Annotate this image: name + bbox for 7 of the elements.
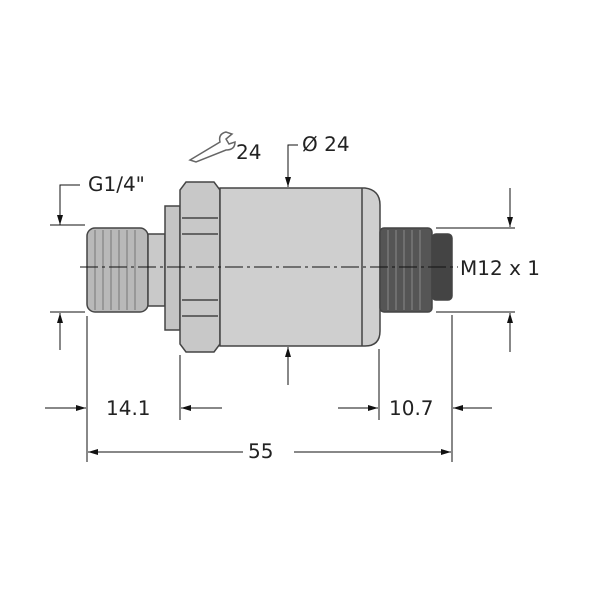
- dimension-label: 55: [248, 441, 274, 461]
- dimension-label: G1/4": [88, 174, 145, 194]
- dimension-label: 14.1: [106, 398, 151, 418]
- dimension-label: M12 x 1: [460, 258, 540, 278]
- dimension-label: Ø 24: [302, 134, 350, 154]
- dimension-label: 10.7: [389, 398, 434, 418]
- dimension-label: 24: [236, 142, 262, 162]
